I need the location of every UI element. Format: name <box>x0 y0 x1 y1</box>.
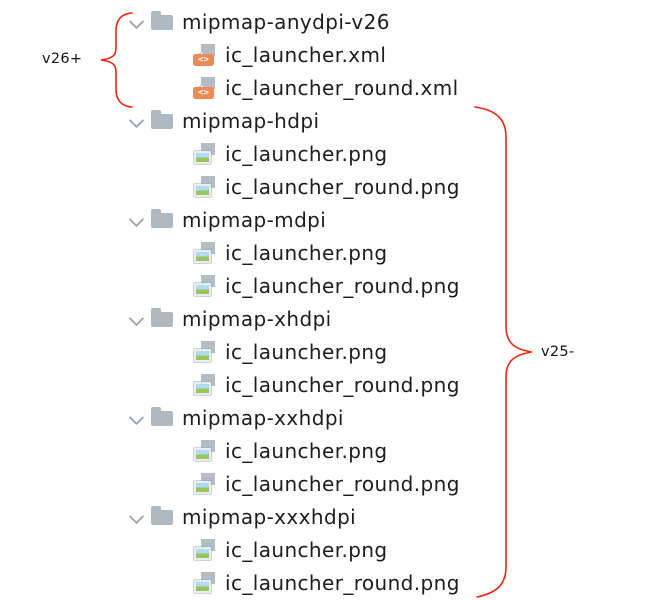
image-thumbnail-icon <box>194 382 211 395</box>
file-label: ic_launcher_round.png <box>225 273 460 298</box>
file-label: ic_launcher.png <box>225 141 388 166</box>
tree-row-folder-anydpi-v26[interactable]: mipmap-anydpi-v26 <box>0 5 460 38</box>
tree-row-file[interactable]: <> ic_launcher.xml <box>0 38 460 71</box>
file-label: ic_launcher.xml <box>225 42 387 67</box>
folder-label: mipmap-xxxhdpi <box>182 504 357 529</box>
xml-file-icon: <> <box>193 43 216 66</box>
tree-row-file[interactable]: ic_launcher.png <box>0 434 460 467</box>
left-brace-path <box>100 12 133 108</box>
image-thumbnail-icon <box>194 283 211 296</box>
right-brace-path <box>474 106 533 598</box>
image-thumbnail-icon <box>194 151 211 164</box>
tree-row-file[interactable]: ic_launcher.png <box>0 335 460 368</box>
tree-row-file[interactable]: ic_launcher_round.png <box>0 566 460 599</box>
folder-label: mipmap-mdpi <box>182 207 327 232</box>
image-thumbnail-icon <box>194 580 211 593</box>
tree-row-folder-xhdpi[interactable]: mipmap-xhdpi <box>0 302 460 335</box>
png-file-icon <box>193 274 216 297</box>
folder-label: mipmap-anydpi-v26 <box>182 9 390 34</box>
chevron-down-icon[interactable] <box>128 113 144 129</box>
file-label: ic_launcher_round.png <box>225 471 460 496</box>
file-label: ic_launcher.png <box>225 339 388 364</box>
chevron-down-icon[interactable] <box>128 509 144 525</box>
right-curly-brace <box>474 106 533 598</box>
tree-row-file[interactable]: ic_launcher_round.png <box>0 170 460 203</box>
folder-icon <box>151 406 173 426</box>
tree-row-folder-mdpi[interactable]: mipmap-mdpi <box>0 203 460 236</box>
folder-icon <box>151 208 173 228</box>
png-file-icon <box>193 472 216 495</box>
tree-row-file[interactable]: ic_launcher_round.png <box>0 467 460 500</box>
tree-row-file[interactable]: ic_launcher_round.png <box>0 269 460 302</box>
file-label: ic_launcher_round.xml <box>225 75 459 100</box>
folder-icon <box>151 307 173 327</box>
folder-label: mipmap-xxhdpi <box>182 405 344 430</box>
folder-icon <box>151 10 173 30</box>
tree-row-folder-xxxhdpi[interactable]: mipmap-xxxhdpi <box>0 500 460 533</box>
folder-icon <box>151 109 173 129</box>
tree-row-file[interactable]: <> ic_launcher_round.xml <box>0 71 460 104</box>
image-thumbnail-icon <box>194 547 211 560</box>
tree-row-folder-xxhdpi[interactable]: mipmap-xxhdpi <box>0 401 460 434</box>
png-file-icon <box>193 373 216 396</box>
folder-label: mipmap-hdpi <box>182 108 320 133</box>
tree-row-file[interactable]: ic_launcher.png <box>0 236 460 269</box>
xml-file-icon: <> <box>193 76 216 99</box>
png-file-icon <box>193 340 216 363</box>
file-label: ic_launcher_round.png <box>225 570 460 595</box>
annotation-label-v26plus: v26+ <box>42 51 83 67</box>
file-label: ic_launcher.png <box>225 537 388 562</box>
png-file-icon <box>193 571 216 594</box>
file-label: ic_launcher.png <box>225 438 388 463</box>
png-file-icon <box>193 538 216 561</box>
folder-label: mipmap-xhdpi <box>182 306 332 331</box>
png-file-icon <box>193 241 216 264</box>
file-label: ic_launcher_round.png <box>225 174 460 199</box>
tree-row-file[interactable]: ic_launcher.png <box>0 137 460 170</box>
file-label: ic_launcher_round.png <box>225 372 460 397</box>
png-file-icon <box>193 142 216 165</box>
file-label: ic_launcher.png <box>225 240 388 265</box>
tree-row-file[interactable]: ic_launcher.png <box>0 533 460 566</box>
png-file-icon <box>193 175 216 198</box>
project-file-tree: mipmap-anydpi-v26 <> ic_launcher.xml <> … <box>0 5 460 599</box>
xml-badge: <> <box>193 87 214 99</box>
chevron-down-icon[interactable] <box>128 311 144 327</box>
chevron-down-icon[interactable] <box>128 212 144 228</box>
image-thumbnail-icon <box>194 481 211 494</box>
left-curly-brace <box>100 12 133 108</box>
image-thumbnail-icon <box>194 349 211 362</box>
annotation-label-v25minus: v25- <box>541 344 575 360</box>
png-file-icon <box>193 439 216 462</box>
tree-row-file[interactable]: ic_launcher_round.png <box>0 368 460 401</box>
image-thumbnail-icon <box>194 448 211 461</box>
xml-badge: <> <box>193 54 214 66</box>
tree-row-folder-hdpi[interactable]: mipmap-hdpi <box>0 104 460 137</box>
image-thumbnail-icon <box>194 184 211 197</box>
folder-icon <box>151 505 173 525</box>
image-thumbnail-icon <box>194 250 211 263</box>
chevron-down-icon[interactable] <box>128 410 144 426</box>
